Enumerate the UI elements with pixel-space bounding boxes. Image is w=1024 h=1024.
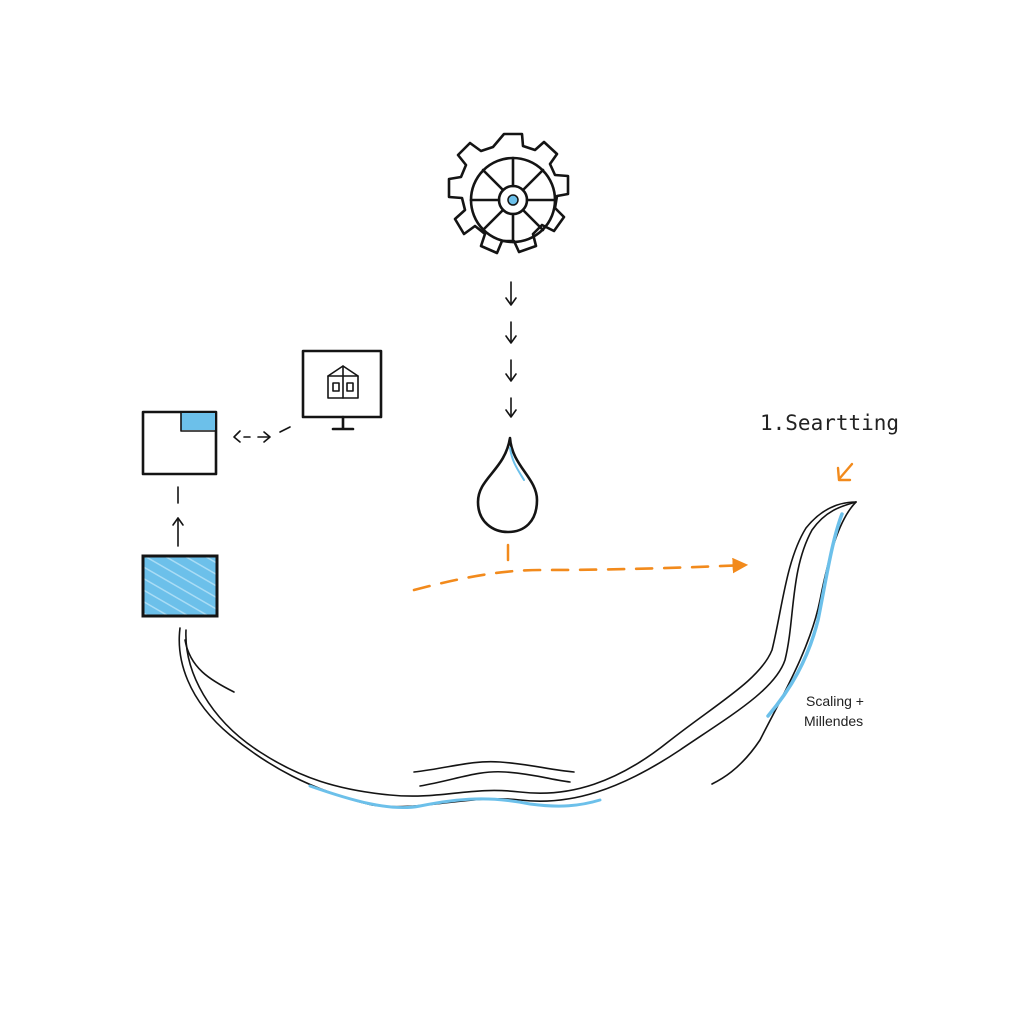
up-arrow-connector <box>172 486 184 547</box>
monitor-icon <box>301 349 383 431</box>
window-box-icon <box>141 410 218 476</box>
note-label-line2: Millendes <box>804 713 863 729</box>
sweeping-curve <box>178 501 857 810</box>
hatched-box-icon <box>141 554 219 618</box>
bidirectional-connector <box>233 426 291 443</box>
water-drop-icon <box>476 436 539 534</box>
pointer-arrow-orange <box>836 462 854 482</box>
note-label-line1: Scaling + <box>806 693 864 709</box>
flow-arrow-orange <box>412 543 749 592</box>
gear-icon <box>447 132 570 255</box>
step-label: 1.Seartting <box>760 411 899 435</box>
down-arrow-dashes <box>505 281 517 418</box>
